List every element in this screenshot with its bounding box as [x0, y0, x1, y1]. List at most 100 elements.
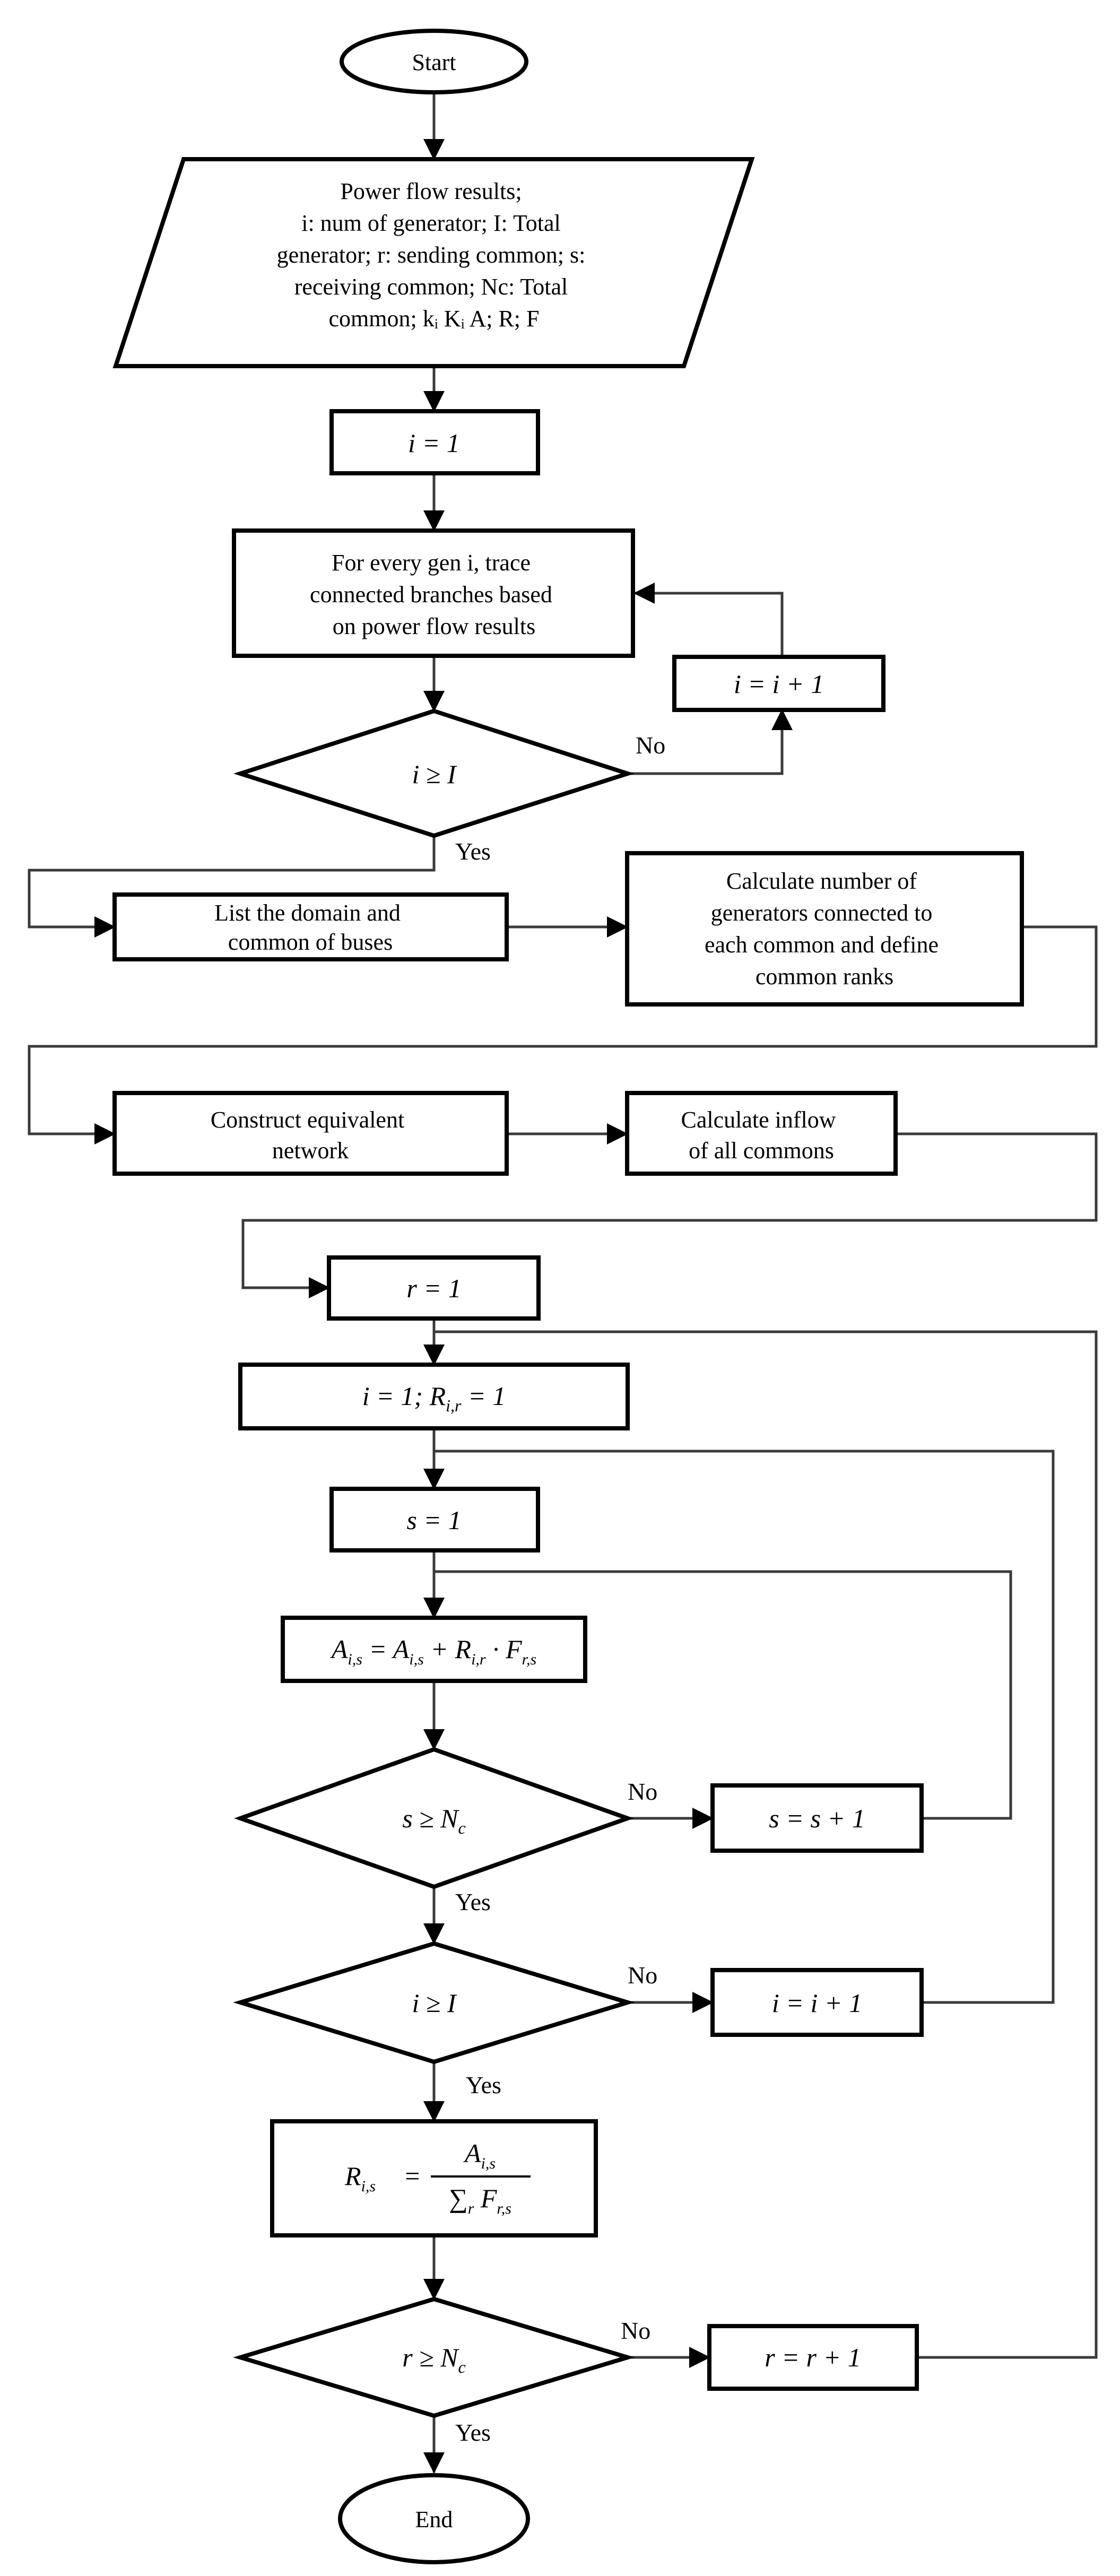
calc-r-lhs-sub: i,s — [361, 2178, 376, 2195]
label-yes-4: Yes — [455, 2419, 491, 2446]
input-text: Power flow results; i: num of generator;… — [277, 178, 592, 332]
arrow-i-increment-to-trace — [633, 583, 784, 657]
arrow-s-increment-loop — [434, 1570, 1012, 1820]
r-increment-box — [707, 2324, 919, 2391]
update-a-3-sub: i,r — [471, 1651, 486, 1668]
i-increment-box — [672, 655, 885, 712]
decision-i-2-text: i ≥ I — [412, 1988, 457, 2018]
input-line-2: i: num of generator; I: Total — [301, 210, 561, 236]
calc-r-box — [270, 2119, 598, 2237]
calc-r-num-main: A — [463, 2138, 481, 2168]
update-a-4-sub: r,s — [522, 1651, 537, 1668]
update-a-1: A — [330, 1634, 348, 1664]
connectors — [28, 93, 1098, 2474]
decision-r-diamond — [233, 2296, 635, 2418]
decision-s-diamond — [234, 1747, 634, 1889]
construct-box — [112, 1091, 509, 1176]
trace-text: For every gen i, trace connected branche… — [310, 550, 558, 639]
decision-i-diamond — [233, 708, 635, 838]
decision-r-text: r ≥ Nc — [402, 2343, 465, 2376]
calc-r-num-sub: i,s — [481, 2155, 496, 2172]
input-line-3: generator; r: sending common; s: — [277, 242, 586, 268]
list-line-1: List the domain and — [214, 900, 401, 926]
construct-line-2: network — [272, 1138, 349, 1164]
calc-r-lhs: Ri,s — [344, 2161, 376, 2195]
list-box — [112, 892, 509, 961]
calc-gen-box — [625, 851, 1024, 1007]
arrow-calc-inflow-to-r-init — [241, 1132, 1098, 1298]
calc-r-equals: = — [403, 2161, 421, 2191]
i-init-box — [329, 409, 540, 475]
decision-r-sub: c — [458, 2357, 466, 2376]
r-init-box — [327, 1255, 541, 1321]
i-init-2-box — [238, 1363, 630, 1430]
decision-r-main: r ≥ N — [402, 2343, 459, 2372]
construct-text: Construct equivalent network — [211, 1107, 410, 1164]
update-a-3: + R — [424, 1634, 471, 1664]
calc-inflow-line-2: of all commons — [689, 1138, 834, 1164]
label-yes-3: Yes — [466, 2071, 501, 2098]
input-parallelogram — [112, 157, 755, 368]
update-a-1-sub: i,s — [348, 1651, 362, 1668]
input-line-4: receiving common; Nc: Total — [294, 274, 568, 300]
calc-inflow-box — [625, 1091, 898, 1176]
arrow-no-to-i-increment — [628, 709, 793, 775]
i-init-2-subscript: i,r — [446, 1396, 462, 1415]
calc-inflow-line-1: Calculate inflow — [681, 1107, 836, 1133]
trace-box — [232, 528, 635, 658]
end-terminal — [338, 2473, 530, 2564]
label-no-2: No — [628, 1778, 657, 1805]
label-no-3: No — [628, 1962, 657, 1989]
calc-inflow-text: Calculate inflow of all commons — [681, 1107, 841, 1164]
trace-line-1: For every gen i, trace — [332, 550, 531, 576]
s-init-text: s = 1 — [406, 1505, 461, 1535]
s-init-box — [329, 1487, 540, 1552]
i-init-2-main: i = 1; R — [362, 1381, 446, 1411]
calc-r-den-sum: ∑ — [449, 2183, 468, 2213]
arrow-r-increment-loop — [434, 1330, 1098, 2359]
start-terminal — [340, 29, 528, 94]
update-a-4: · F — [486, 1634, 523, 1664]
decision-i-text: i ≥ I — [412, 759, 457, 789]
construct-line-1: Construct equivalent — [211, 1107, 404, 1133]
decision-s-sub: c — [458, 1818, 466, 1837]
calc-r-formula: Ri,s = Ai,s ∑r Fr,s — [344, 2138, 531, 2217]
r-init-text: r = 1 — [406, 1273, 461, 1303]
i-init-text: i = 1 — [408, 428, 460, 458]
calc-r-lhs-main: R — [344, 2161, 361, 2191]
update-a-box — [281, 1616, 587, 1683]
list-line-2: common of buses — [228, 929, 393, 955]
trace-line-2: connected branches based — [310, 582, 552, 608]
end-label: End — [415, 2506, 453, 2532]
calc-r-den-f-sub: r,s — [497, 2200, 511, 2217]
s-increment-text: s = s + 1 — [769, 1803, 865, 1833]
calc-gen-line-3: each common and define — [705, 932, 939, 958]
s-increment-box — [710, 1783, 924, 1853]
arrow-i-increment-2-loop — [434, 1450, 1055, 2004]
calc-r-numerator: Ai,s — [463, 2138, 496, 2172]
label-yes-2: Yes — [455, 1888, 491, 1915]
i-init-2-tail: = 1 — [461, 1381, 506, 1411]
decision-i-2-diamond — [233, 1941, 635, 2065]
shapes — [112, 29, 1024, 2564]
arrow-yes-to-list — [28, 836, 436, 938]
start-label: Start — [412, 49, 456, 75]
decision-s-text: s ≥ Nc — [402, 1803, 465, 1837]
i-increment-2-box — [710, 1968, 924, 2037]
list-text: List the domain and common of buses — [214, 900, 406, 955]
update-a-text: Ai,s = Ai,s + Ri,r · Fr,s — [330, 1634, 536, 1668]
input-line-1: Power flow results; — [340, 178, 522, 204]
decision-s-main: s ≥ N — [402, 1803, 459, 1833]
arrow-calc-gen-to-construct — [28, 925, 1098, 1144]
node-texts: Start Power flow results; i: num of gene… — [211, 49, 944, 2532]
update-a-2-sub: i,s — [409, 1651, 424, 1668]
label-no-1: No — [636, 732, 665, 759]
calc-gen-text: Calculate number of generators connected… — [705, 868, 944, 990]
calc-gen-line-1: Calculate number of — [726, 868, 917, 894]
trace-line-3: on power flow results — [333, 613, 536, 639]
i-increment-2-text: i = i + 1 — [772, 1988, 862, 2018]
calc-gen-line-4: common ranks — [756, 964, 893, 990]
i-increment-text: i = i + 1 — [734, 669, 824, 699]
r-increment-text: r = r + 1 — [765, 2343, 861, 2372]
